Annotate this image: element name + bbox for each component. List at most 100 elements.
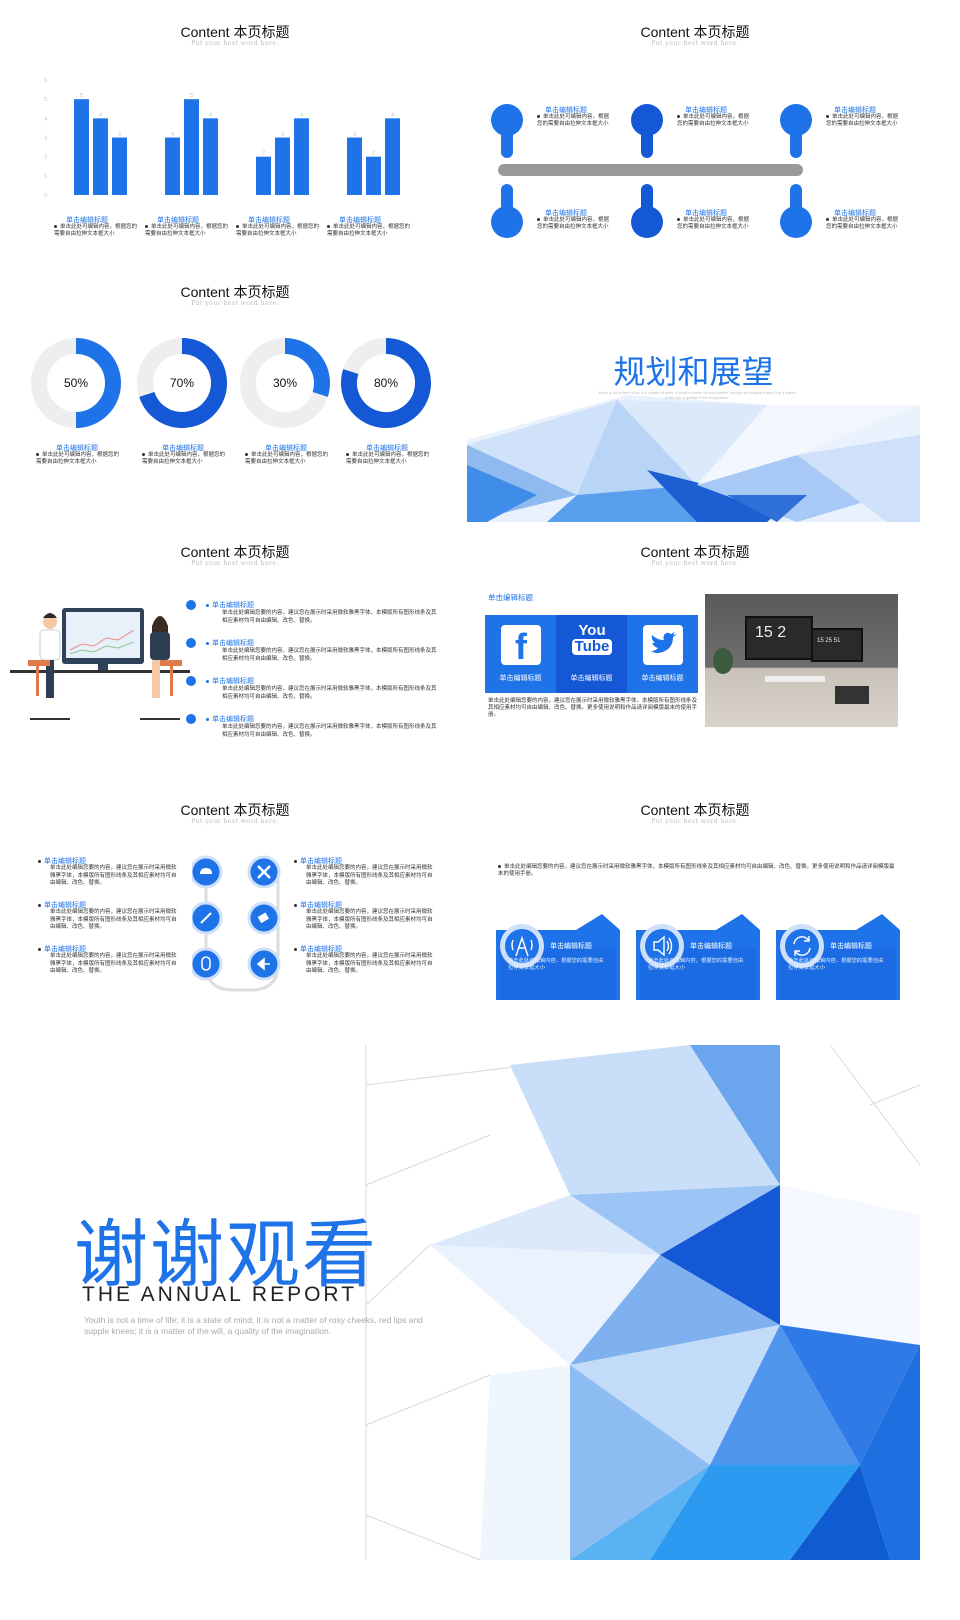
bar-data-label: 4 — [209, 112, 212, 118]
tag-icon — [247, 901, 281, 935]
donut-value-label: 70% — [170, 376, 194, 390]
right-item-text: 单击此处编辑您要的内容，建议您在展示时采用微软雅黑字体，本模版所有图形线条及其相… — [306, 953, 433, 974]
card-text: 单击此处可编辑内容，根据您的需要自由拉伸文本框大小 — [788, 958, 884, 971]
timeline-item-label: 单击编辑标题 — [545, 107, 587, 114]
donut-arc — [284, 338, 330, 397]
donut-item-label: 单击编辑标题 — [366, 445, 408, 452]
timeline-item-label: 单击编辑标题 — [834, 107, 876, 114]
icon-column-graphic — [192, 855, 281, 992]
social-tiles: f 单击编辑标题 You Tube 单击编辑标题 单击编辑标题 — [485, 615, 698, 693]
clock-small: 15 25 51 — [817, 638, 841, 644]
right-item-label: 单击编辑标题 — [294, 856, 342, 866]
speaker-icon — [653, 935, 673, 957]
youtube-icon: You Tube — [572, 623, 612, 655]
section-heading: 单击编辑标题 — [488, 593, 533, 602]
pin-up-icon — [491, 104, 523, 158]
page-subtitle: Put your best word here. — [191, 40, 279, 47]
list-item-label: 单击编辑标题 — [206, 676, 254, 686]
bar — [165, 137, 180, 195]
y-tick-label: 0 — [44, 193, 47, 199]
pin-up-icon — [631, 104, 663, 158]
cloud-upload-icon — [192, 855, 223, 889]
donut-item-text: 单击此处可编辑内容，根据您的需要自由拉伸文本框大小 — [142, 452, 226, 465]
page-subtitle: Put your best word here. — [191, 560, 279, 567]
signal-tower-icon — [511, 935, 533, 957]
right-item-text: 单击此处编辑您要的内容，建议您在展示时采用微软雅黑字体，本模版所有图形线条及其相… — [306, 909, 433, 930]
bar-group-label: 单击编辑标题 — [66, 217, 108, 224]
slide-icons-columns: Content 本页标题 Put your best word here. 单击… — [10, 790, 460, 1015]
page-title: Content 本页标题 — [640, 24, 750, 40]
bullet-dot — [186, 714, 196, 724]
donut-arc — [341, 338, 431, 428]
donut-value-label: 50% — [64, 376, 88, 390]
section-title: 规划和展望 — [613, 353, 774, 391]
timeline-item-text: 单击此处可编辑内容，根据您的需要自由拉伸文本框大小 — [537, 217, 610, 230]
slide-thanks: 谢谢观看 THE ANNUAL REPORT Youth is not a ti… — [10, 1045, 920, 1560]
bar-data-label: 3 — [281, 132, 284, 138]
page-title: Content 本页标题 — [180, 802, 290, 818]
bar-data-label: 4 — [99, 112, 102, 118]
twitter-tile[interactable]: 单击编辑标题 — [627, 615, 698, 693]
twitter-label: 单击编辑标题 — [641, 675, 684, 682]
left-item-label: 单击编辑标题 — [38, 900, 86, 910]
card-2 — [636, 914, 760, 1000]
facebook-label: 单击编辑标题 — [499, 675, 542, 682]
left-item-text: 单击此处编辑您要的内容，建议您在展示时采用微软雅黑字体，本模版所有图形线条及其相… — [50, 865, 177, 886]
timeline-item-label: 单击编辑标题 — [545, 210, 587, 217]
bar-group-text: 单击此处可编辑内容，根据您的需要自由拉伸文本框大小 — [54, 224, 138, 237]
bullet-dot — [186, 638, 196, 648]
left-item-label: 单击编辑标题 — [38, 944, 86, 954]
donut-item-label: 单击编辑标题 — [265, 445, 307, 452]
timeline-item-label: 单击编辑标题 — [834, 210, 876, 217]
card-1 — [496, 914, 620, 1000]
youtube-tile[interactable]: You Tube 单击编辑标题 — [556, 615, 627, 693]
page-subtitle: Put your best word here. — [651, 560, 739, 567]
y-tick-label: 4 — [44, 116, 47, 122]
slide-people-list: Content 本页标题 Put your best word here. 单击… — [10, 530, 460, 775]
timeline-item-text: 单击此处可编辑内容，根据您的需要自由拉伸文本框大小 — [826, 217, 899, 230]
timeline-bar — [498, 164, 803, 176]
bar-data-label: 3 — [118, 132, 121, 138]
card-text: 单击此处可编辑内容，根据您的需要自由拉伸文本框大小 — [648, 958, 744, 971]
bullet-dot — [186, 600, 196, 610]
thanks-title: 谢谢观看 — [74, 1212, 378, 1298]
list-item-text: 单击此处编辑您要的内容，建议您在展示时采用微软雅黑字体，本模版所有图形线条及其相… — [222, 724, 437, 738]
page-subtitle: Put your best word here. — [651, 818, 739, 825]
timeline-item-label: 单击编辑标题 — [685, 107, 727, 114]
y-tick-label: 5 — [44, 97, 47, 103]
page-subtitle: Put your best word here. — [651, 40, 739, 47]
left-item-text: 单击此处编辑您要的内容，建议您在展示时采用微软雅黑字体，本模版所有图形线条及其相… — [50, 953, 177, 974]
card-label: 单击编辑标题 — [690, 943, 732, 950]
youtube-label: 单击编辑标题 — [570, 675, 613, 682]
section-subtitle: Youth is not a time of life; it is a sta… — [598, 391, 796, 400]
thanks-text: Youth is not a time of life; it is a sta… — [84, 1315, 423, 1336]
list-item-text: 单击此处编辑您要的内容，建议您在展示时采用微软雅黑字体，本模版所有图形线条及其相… — [222, 686, 437, 700]
bar — [74, 99, 89, 195]
list-item-text: 单击此处编辑您要的内容，建议您在展示时采用微软雅黑字体，本模版所有图形线条及其相… — [222, 610, 437, 624]
page-subtitle: Put your best word here. — [191, 300, 279, 307]
pin-up-icon — [780, 104, 812, 158]
list-item-label: 单击编辑标题 — [206, 600, 254, 610]
pin-down-icon — [631, 184, 663, 238]
facebook-tile[interactable]: f 单击编辑标题 — [485, 615, 556, 693]
bar — [366, 156, 381, 195]
bar-group-label: 单击编辑标题 — [339, 217, 381, 224]
left-item-text: 单击此处编辑您要的内容，建议您在展示时采用微软雅黑字体，本模版所有图形线条及其相… — [50, 909, 177, 930]
mouse-icon — [192, 947, 223, 981]
bar — [385, 118, 400, 195]
page-title: Content 本页标题 — [640, 544, 750, 560]
list-item-label: 单击编辑标题 — [206, 638, 254, 648]
y-tick-label: 2 — [44, 155, 47, 161]
page-title: Content 本页标题 — [180, 544, 290, 560]
list-item-label: 单击编辑标题 — [206, 714, 254, 724]
donut-arc — [75, 338, 121, 428]
donut-value-label: 30% — [273, 376, 297, 390]
timeline-item-text: 单击此处可编辑内容，根据您的需要自由拉伸文本框大小 — [826, 114, 899, 127]
y-tick-label: 1 — [44, 174, 47, 180]
list-item-text: 单击此处编辑您要的内容，建议您在展示时采用微软雅黑字体，本模版所有图形线条及其相… — [222, 648, 437, 662]
card-3 — [776, 914, 900, 1000]
bar-data-label: 4 — [300, 112, 303, 118]
timeline-item-text: 单击此处可编辑内容，根据您的需要自由拉伸文本框大小 — [677, 217, 750, 230]
bar — [347, 137, 362, 195]
